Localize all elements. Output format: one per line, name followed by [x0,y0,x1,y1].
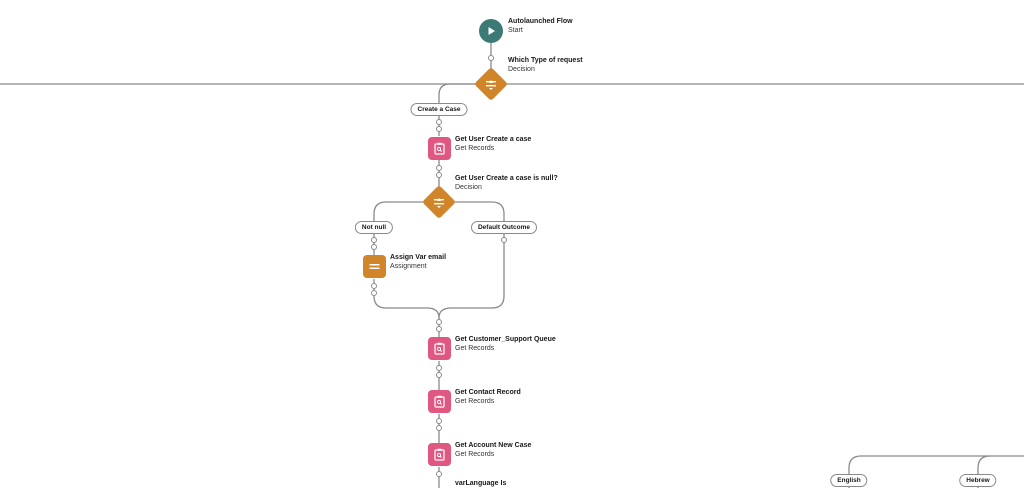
assign-email-label: Assign Var email Assignment [390,254,446,271]
connector-dot [371,244,377,250]
get-user-subtitle: Get Records [455,144,495,152]
var-language-label: varLanguage Is [455,480,506,489]
get-contact-label: Get Contact Record Get Records [455,389,521,406]
get-account-label: Get Account New Case Get Records [455,442,531,459]
play-icon [488,27,495,35]
connector-dot [371,283,377,289]
decision-null-node[interactable] [422,185,456,219]
get-queue-label: Get Customer_Support Queue Get Records [455,336,556,353]
get-account-node[interactable] [428,443,451,466]
get-account-title: Get Account New Case [455,442,532,449]
assignment-icon [369,264,380,269]
connector-dot [436,165,442,171]
decision-request-subtitle: Decision [508,65,535,73]
get-queue-node[interactable] [428,337,451,360]
decision-request-title: Which Type of request [508,57,583,64]
connector-dot [436,365,442,371]
get-records-icon [434,448,445,461]
connector-dot [436,119,442,125]
connector-dot [501,237,507,243]
connector-dot [371,237,377,243]
get-contact-node[interactable] [428,390,451,413]
connector-dot [436,471,442,477]
branch-default-outcome[interactable]: Default Outcome [470,221,538,234]
get-user-title: Get User Create a case [455,136,532,143]
get-user-node[interactable] [428,137,451,160]
branch-create-a-case[interactable]: Create a Case [410,103,468,116]
get-records-icon [434,342,445,355]
get-records-icon [434,395,445,408]
connector-dot [371,290,377,296]
get-contact-subtitle: Get Records [455,397,495,405]
var-language-title: varLanguage Is [455,480,507,487]
decision-request-node[interactable] [474,67,508,101]
start-title: Autolaunched Flow [508,18,573,25]
connector-dot [436,326,442,332]
assign-email-subtitle: Assignment [390,262,427,270]
branch-english[interactable]: English [830,474,868,487]
connector-dot [436,172,442,178]
decision-null-label: Get User Create a case is null? Decision [455,175,558,192]
decision-icon [434,198,444,208]
start-node-label: Autolaunched Flow Start [508,18,573,35]
decision-null-title: Get User Create a case is null? [455,175,558,182]
connector-dot [488,55,494,61]
connector-dot [436,418,442,424]
decision-request-label: Which Type of request Decision [508,57,583,74]
decision-icon [486,80,496,90]
get-contact-title: Get Contact Record [455,389,521,396]
assign-email-title: Assign Var email [390,254,447,261]
get-records-icon [434,142,445,155]
get-account-subtitle: Get Records [455,450,495,458]
connector-dot [436,372,442,378]
connector-dot [436,319,442,325]
branch-hebrew[interactable]: Hebrew [959,474,997,487]
branch-not-null[interactable]: Not null [354,221,394,234]
connector-dot [436,425,442,431]
start-node[interactable] [479,19,503,43]
get-user-label: Get User Create a case Get Records [455,136,531,153]
get-queue-subtitle: Get Records [455,344,495,352]
connector-dot [436,126,442,132]
assign-email-node[interactable] [363,255,386,278]
decision-null-subtitle: Decision [455,183,482,191]
start-subtitle: Start [508,26,523,34]
get-queue-title: Get Customer_Support Queue [455,336,556,343]
